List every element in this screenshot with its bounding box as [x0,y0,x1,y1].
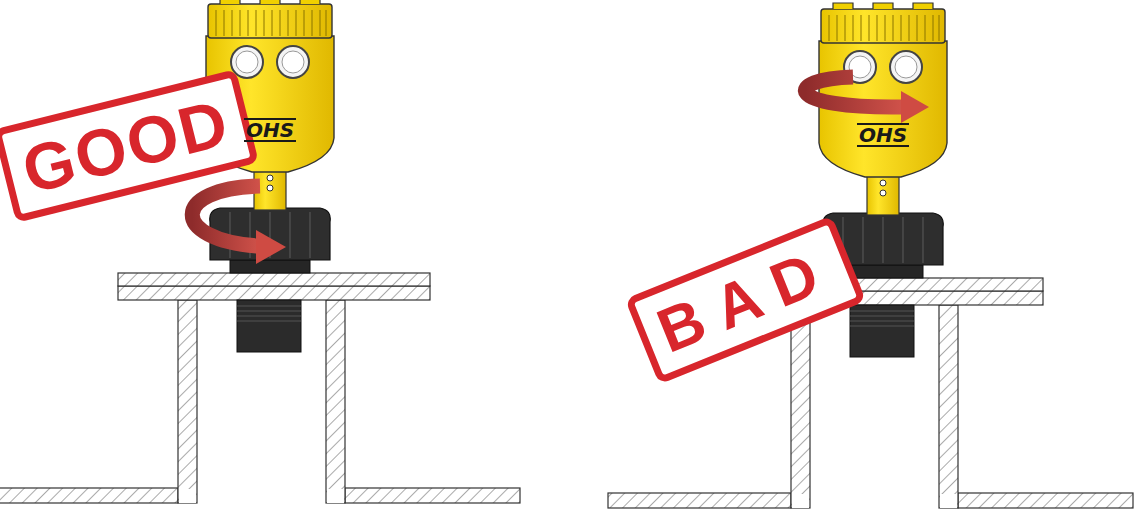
stamp-text: GOOD [16,89,235,204]
rotation-arrow [192,186,286,264]
stamp-box: BAD [624,216,865,385]
stamp-box: GOOD [0,69,259,223]
brand-logo: OHS [244,118,296,142]
brand-logo: OHS [857,123,909,147]
rotation-arrow [806,77,929,123]
stamp-text: BAD [649,237,841,363]
